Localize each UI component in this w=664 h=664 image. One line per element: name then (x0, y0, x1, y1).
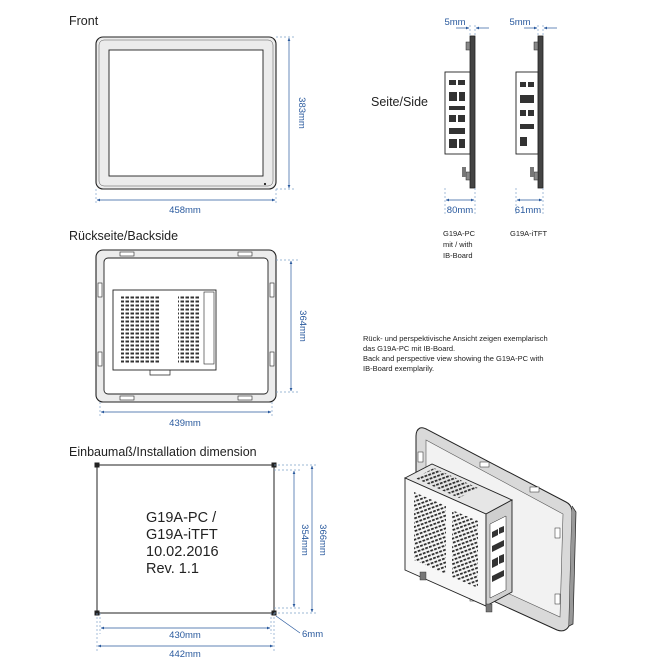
note-line-4: IB-Board exemplarily. (363, 364, 434, 373)
pc-depth-label: 80mm (447, 205, 473, 216)
back-height-label: 364mm (297, 310, 308, 342)
pc-caption-line-1: G19A-PC (443, 229, 476, 238)
cutout-offset-leader (275, 615, 301, 634)
back-title: Rückseite/Backside (69, 229, 178, 243)
stamp-line-2: G19A-iTFT (146, 527, 218, 543)
cutout-outer-width-label: 442mm (169, 649, 201, 660)
back-width-label: 439mm (169, 418, 201, 429)
pc-ports (449, 80, 465, 148)
tft-panel-edge (537, 35, 544, 189)
front-display-area (108, 49, 264, 177)
tft-bracket-bottom (533, 171, 539, 181)
cutout-view: Einbaumaß/Installation dimension G19A-PC… (69, 445, 328, 660)
side-view: Seite/Side 5mm 80mm (371, 17, 557, 260)
tft-ports (520, 82, 534, 146)
cutout-inner-width-label: 430mm (169, 630, 201, 641)
back-view: Rückseite/Backside 364mm 439mm (69, 229, 308, 429)
cutout-outline (96, 464, 275, 614)
tft-housing (515, 71, 539, 155)
note: Rück- und perspektivische Ansicht zeigen… (363, 334, 548, 373)
tft-top-dim-label: 5mm (509, 17, 530, 28)
front-bezel-inner-edge (98, 39, 274, 187)
pc-housing (444, 71, 471, 155)
perspective-vent-front-left (414, 492, 446, 574)
cutout-offset-label: 6mm (302, 629, 323, 640)
front-width-label: 458mm (169, 205, 201, 216)
front-title: Front (69, 14, 99, 28)
front-height-label: 383mm (296, 97, 307, 129)
pc-caption-line-3: IB-Board (443, 251, 473, 260)
stamp-line-3: 10.02.2016 (146, 544, 219, 560)
front-view: Front 383mm 458mm (69, 14, 307, 216)
perspective-view (403, 427, 577, 632)
back-mounting-clips (97, 251, 275, 401)
side-title: Seite/Side (371, 95, 428, 109)
pc-caption-line-2: mit / with (443, 240, 473, 249)
pc-bracket-bottom (465, 171, 471, 181)
tft-bracket-top (533, 41, 539, 51)
back-port-strip (203, 291, 215, 365)
perspective-foot-left (419, 571, 427, 581)
tft-depth-label: 61mm (515, 205, 541, 216)
cutout-title: Einbaumaß/Installation dimension (69, 445, 257, 459)
cutout-inner-height-label: 354mm (299, 524, 310, 556)
stamp-line-4: Rev. 1.1 (146, 561, 199, 577)
side-view-pc: 5mm 80mm G19A-PC mit / with IB-Board (443, 17, 489, 260)
back-cable-bracket (149, 370, 171, 376)
cutout-outer-height-label: 366mm (317, 524, 328, 556)
back-vent-grille-left (121, 296, 159, 364)
tft-screw (530, 167, 534, 177)
pc-panel-edge (469, 35, 476, 189)
stamp-line-1: G19A-PC / (146, 510, 217, 526)
tft-caption-line-1: G19A-iTFT (510, 229, 548, 238)
back-vent-grille-right (178, 296, 200, 364)
pc-top-dim-label: 5mm (444, 17, 465, 28)
pc-bracket-top (465, 41, 471, 51)
pc-screw (462, 167, 466, 177)
perspective-ports (492, 526, 504, 582)
perspective-foot-right (485, 603, 493, 613)
perspective-vent-front-right (452, 510, 478, 588)
perspective-panel-edge (568, 505, 577, 627)
note-line-3: Back and perspective view showing the G1… (363, 354, 544, 363)
side-view-tft: 5mm 61mm G19A-iTFT (509, 17, 557, 238)
perspective-vent-top (415, 468, 478, 498)
note-line-1: Rück- und perspektivische Ansicht zeigen… (363, 334, 548, 343)
front-led (263, 182, 267, 186)
note-line-2: das G19A-PC mit IB-Board. (363, 344, 455, 353)
